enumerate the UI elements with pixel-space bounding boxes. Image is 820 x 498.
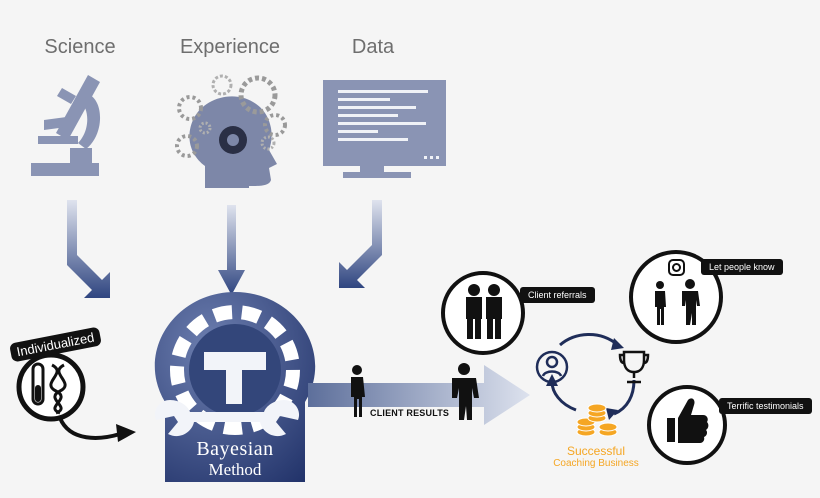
successful-business-label: Successful Coaching Business [536,444,656,469]
arrow-experience [218,205,245,295]
gear-wrench-hammer-icon [154,292,316,482]
head-gears-icon [175,74,287,188]
arrow-science [67,200,110,298]
results-arrow [308,365,530,425]
pill-let-people-know: Let people know [701,259,783,275]
label-experience: Experience [179,36,281,58]
method-title: Bayesian Method [165,438,305,480]
coins-icon [576,403,618,437]
monitor-icon [323,80,446,178]
method-line2: Method [208,460,262,479]
success-line1: Successful [566,444,626,458]
label-data: Data [351,36,395,58]
success-line2: Coaching Business [553,458,639,469]
user-icon [535,350,569,384]
label-science: Science [44,36,116,58]
two-people-icon [441,271,525,355]
microscope-icon [31,75,101,176]
instagram-people-icon [629,250,723,344]
dna-test-tube-icon [16,352,86,422]
pill-client-referrals: Client referrals [520,287,595,303]
pill-terrific-testimonials: Terrific testimonials [719,398,812,414]
arrow-data [339,200,382,288]
trophy-icon [618,350,650,384]
method-line1: Bayesian [196,438,274,460]
person-muscular-icon [452,363,479,420]
person-thin-icon [351,365,365,417]
cycle-arrowheads [546,338,624,420]
arrowhead-individualized [116,424,136,442]
client-results-label: CLIENT RESULTS [370,408,450,418]
arrow-individualized [58,417,121,440]
thumbs-up-icon [647,385,727,465]
